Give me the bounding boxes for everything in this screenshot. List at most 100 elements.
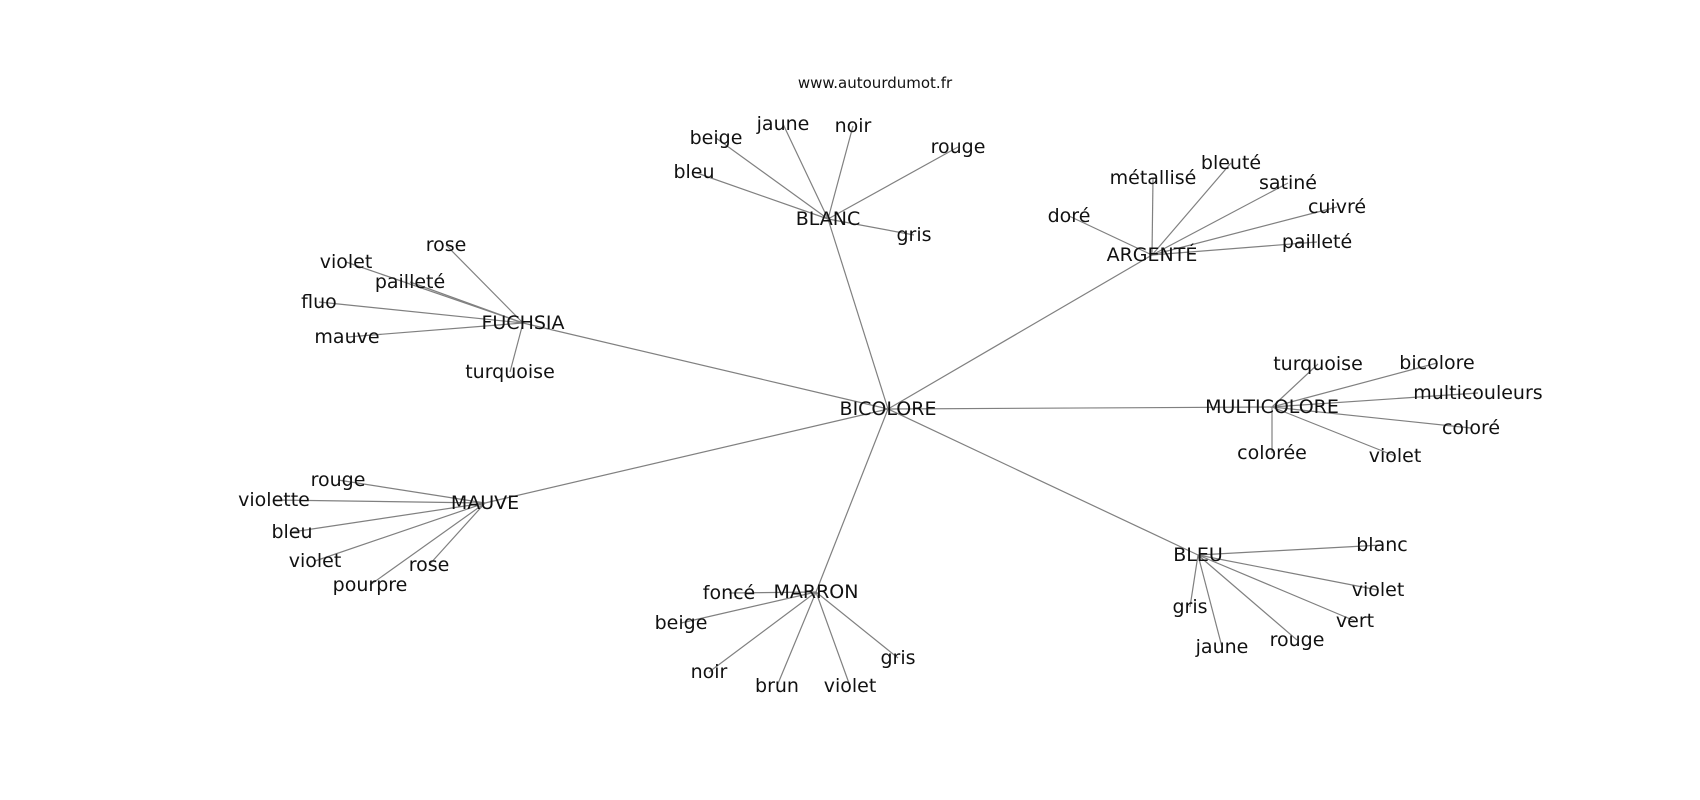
edge-blanc-leaf (782, 123, 829, 220)
leaf-node: mauve (314, 326, 379, 348)
leaf-node: métallisé (1110, 167, 1197, 189)
leaf-node: multicouleurs (1413, 382, 1542, 404)
edges-layer (273, 123, 1479, 687)
leaf-node: bleu (271, 521, 312, 543)
leaf-node: fluo (301, 291, 337, 313)
edge-mauve-leaf (314, 502, 486, 562)
leaf-node: noir (691, 661, 728, 683)
edge-blanc-leaf (827, 218, 915, 236)
edge-bleu-leaf (1197, 554, 1298, 641)
edge-bleu-leaf (1197, 554, 1223, 648)
leaf-node: gris (880, 647, 915, 669)
edge-multicolore-leaf (1271, 406, 1396, 457)
leaf-node: rose (426, 234, 467, 256)
leaf-node: pourpre (333, 574, 408, 596)
leaf-node: doré (1048, 205, 1091, 227)
edge-center-marron (815, 408, 889, 593)
leaf-node: jaune (756, 113, 810, 135)
edge-marron-leaf (708, 591, 817, 673)
edge-bleu-leaf (1197, 554, 1379, 591)
labels-layer: BICOLORE BLANC bleu beige jaune noir rouge gris… (238, 113, 1543, 697)
hub-node-marron: MARRON (774, 581, 859, 603)
leaf-node: violette (238, 489, 310, 511)
leaf-node: blanc (1356, 534, 1407, 556)
leaf-node: satiné (1259, 172, 1317, 194)
hub-node-fuchsia: FUCHSIA (481, 312, 564, 334)
edge-argente-leaf (1151, 182, 1289, 256)
leaf-node: violet (320, 251, 373, 273)
leaf-node: bleu (673, 161, 714, 183)
hub-node-bleu: BLEU (1173, 544, 1223, 566)
edge-fuchsia-leaf (509, 322, 524, 373)
edge-marron-leaf (776, 591, 817, 687)
hub-node-mauve: MAUVE (451, 492, 519, 514)
edge-blanc-leaf (827, 125, 854, 220)
edge-argente-leaf (1151, 241, 1318, 256)
edge-center-multicolore (887, 406, 1273, 410)
edge-blanc-leaf (827, 146, 959, 220)
leaf-node: beige (690, 127, 743, 149)
edge-bleu-leaf (1189, 554, 1199, 608)
edge-argente-leaf (1151, 177, 1154, 256)
site-url: www.autourdumot.fr (798, 74, 953, 92)
leaf-node: jaune (1195, 636, 1249, 658)
edge-marron-leaf (815, 591, 899, 659)
edge-multicolore-leaf (1271, 392, 1479, 408)
leaf-node: cuivré (1308, 196, 1366, 218)
hub-node-blanc: BLANC (796, 208, 861, 230)
edge-bleu-leaf (1197, 554, 1356, 622)
edge-center-mauve (484, 408, 889, 504)
edge-mauve-leaf (369, 502, 486, 586)
leaf-node: coloré (1442, 417, 1500, 439)
hub-node-argente: ARGENTÉ (1107, 243, 1198, 266)
edge-fuchsia-leaf (409, 281, 524, 324)
leaf-node: violet (1369, 445, 1422, 467)
leaf-node: vert (1336, 610, 1374, 632)
edge-marron-leaf (815, 591, 851, 687)
leaf-node: rouge (311, 469, 366, 491)
center-node-label: BICOLORE (840, 398, 937, 420)
edge-argente-leaf (1151, 206, 1338, 256)
leaf-node: bicolore (1399, 352, 1474, 374)
edge-center-argente (887, 254, 1153, 410)
edge-mauve-leaf (291, 502, 486, 533)
edge-blanc-leaf (693, 171, 829, 220)
edge-argente-leaf (1151, 162, 1232, 256)
leaf-node: gris (896, 224, 931, 246)
leaf-node: rose (409, 554, 450, 576)
edge-bleu-leaf (1197, 544, 1383, 556)
leaf-node: colorée (1237, 442, 1307, 464)
leaf-node: violet (289, 550, 342, 572)
edge-center-blanc (827, 218, 889, 410)
edge-center-bleu (887, 408, 1199, 556)
leaf-node: pailleté (1282, 231, 1352, 253)
leaf-node: rouge (1270, 629, 1325, 651)
leaf-node: violet (824, 675, 877, 697)
leaf-node: foncé (703, 582, 756, 604)
edge-fuchsia-leaf (318, 301, 524, 324)
leaf-node: pailleté (375, 271, 445, 293)
leaf-node: turquoise (465, 361, 555, 383)
leaf-node: beige (655, 612, 708, 634)
edge-argente-leaf (1068, 215, 1153, 256)
edge-blanc-leaf (715, 137, 829, 220)
hub-node-multicolore: MULTICOLORE (1205, 396, 1339, 418)
leaf-node: noir (835, 115, 872, 137)
edge-center-fuchsia (522, 322, 889, 410)
edge-fuchsia-leaf (346, 322, 524, 338)
leaf-node: brun (755, 675, 799, 697)
edge-multicolore-leaf (1271, 406, 1472, 429)
leaf-node: rouge (931, 136, 986, 158)
edge-mauve-leaf (273, 499, 486, 504)
edge-multicolore-leaf (1271, 363, 1319, 408)
edge-mauve-leaf (337, 479, 486, 504)
edge-multicolore-leaf (1271, 362, 1438, 408)
leaf-node: turquoise (1273, 353, 1363, 375)
leaf-node: violet (1352, 579, 1405, 601)
leaf-node: gris (1172, 596, 1207, 618)
edge-fuchsia-leaf (445, 244, 524, 324)
leaf-node: bleuté (1201, 152, 1261, 174)
edge-marron-leaf (728, 591, 817, 594)
edge-mauve-leaf (428, 502, 486, 566)
